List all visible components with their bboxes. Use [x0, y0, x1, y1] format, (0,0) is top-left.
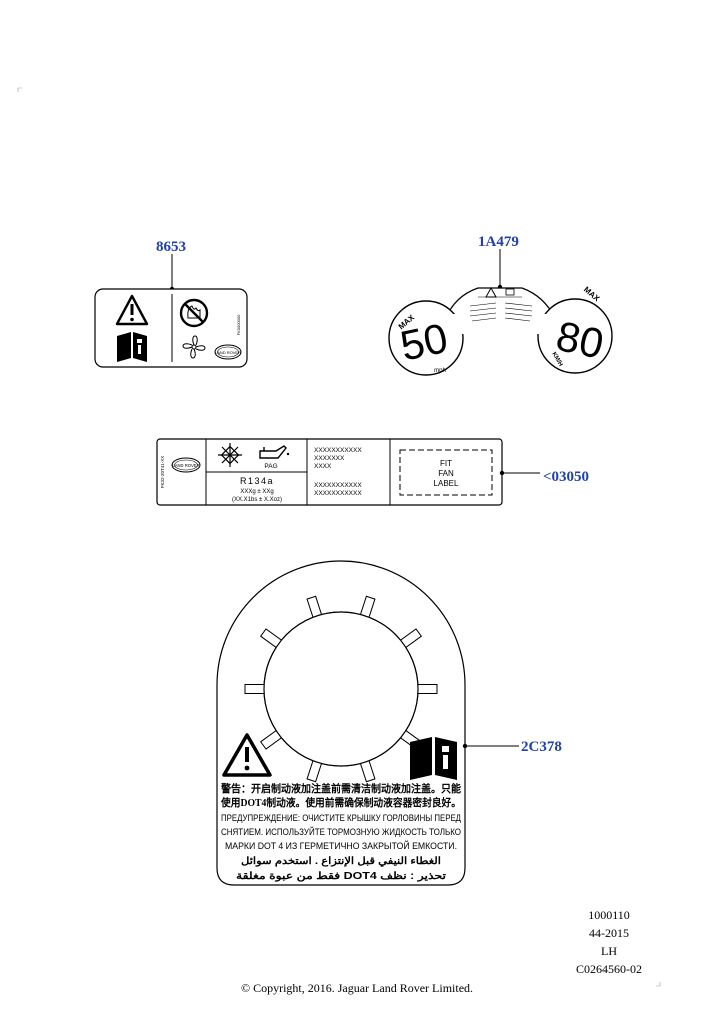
- fit-fan-line-3: LABEL: [434, 479, 459, 488]
- charge-imperial-text: (XX.X1bs ± X.Xoz): [232, 497, 282, 503]
- footer-code-2: 44-2015: [589, 926, 629, 940]
- warning-arabic-1: الغطاء النيفي قبل الإنتزاع . استخدم سوائ…: [241, 856, 441, 867]
- charge-metric-text: XXXg ± XXg: [240, 489, 273, 495]
- copyright-notice: © Copyright, 2016. Jaguar Land Rover Lim…: [240, 981, 474, 995]
- fit-fan-line-2: FAN: [438, 469, 454, 478]
- drawing-reference-codes: 1000110 44-2015 LH C0264560-02: [554, 906, 664, 978]
- fan-icon: [182, 335, 206, 359]
- label-8653: 8653: [94, 239, 248, 368]
- label-1A479: 1A479 MAX 50 mph MAX 80 KM/H: [388, 234, 613, 376]
- code-top-3: XXXX: [314, 463, 332, 470]
- label-03050: FK32-20T41-XX LAND ROVER PAG R134a XXXg …: [156, 438, 589, 506]
- land-rover-logo-8653: LAND ROVER: [214, 344, 242, 360]
- footer-code-4: C0264560-02: [576, 962, 642, 976]
- warning-russian-1: ПРЕДУПРЕЖДЕНИЕ: ОЧИСТИТЕ КРЫШКУ ГОРЛОВИН…: [221, 813, 461, 823]
- code-top-2: XXXXXXX: [314, 455, 345, 462]
- warning-russian-3: МАРКИ DOT 4 ИЗ ГЕРМЕТИЧНО ЗАКРЫТОЙ ЕМКОС…: [225, 840, 457, 851]
- code-top-1: XXXXXXXXXXX: [314, 447, 362, 454]
- callout-03050[interactable]: <03050: [543, 469, 589, 485]
- warning-arabic-2: فقط من عبوة مغلقة DOT4 تحذير : نظف: [236, 871, 446, 882]
- svg-text:LAND ROVER: LAND ROVER: [172, 463, 199, 468]
- speed-circle-left-outline: [388, 300, 464, 376]
- warning-chinese-1: 警告：开启制动液加注盖前需清洁制动液加注盖。只能: [220, 782, 461, 795]
- callout-1A479[interactable]: 1A479: [478, 234, 519, 250]
- right-speed-value: 80: [552, 312, 607, 368]
- refrigerant-text: R134a: [240, 476, 274, 486]
- warning-chinese-2: 使用DOT4制动液。使用前需确保制动液容器密封良好。: [220, 796, 461, 809]
- callout-2C378[interactable]: 2C378: [521, 739, 562, 755]
- small-warning-icon: [485, 286, 497, 298]
- snowflake-sun-icon: [218, 443, 242, 467]
- label-2C378: 警告：开启制动液加注盖前需清洁制动液加注盖。只能 使用DOT4制动液。使用前需确…: [216, 560, 562, 886]
- label-03050-code: FK32-20T41-XX: [160, 456, 165, 489]
- label-1A479-join: [448, 314, 552, 334]
- land-rover-logo-03050: LAND ROVER: [171, 457, 201, 473]
- callout-8653[interactable]: 8653: [156, 239, 186, 255]
- corner-mark-bottom-right: [656, 982, 661, 987]
- manual-book-icon: [117, 332, 147, 362]
- warning-triangle-icon-large: [222, 733, 272, 777]
- label-8653-code: FK0000000: [236, 314, 241, 335]
- svg-text:LAND ROVER: LAND ROVER: [215, 350, 241, 355]
- fit-fan-line-1: FIT: [440, 459, 452, 468]
- footer-code-3: LH: [601, 944, 617, 958]
- label-1A479-fine-print: [469, 296, 533, 322]
- fit-fan-label-area: [399, 449, 493, 496]
- oil-can-icon: [259, 445, 290, 459]
- speed-circle-right-outline: [537, 298, 613, 374]
- code-bottom-1: XXXXXXXXXXX: [314, 482, 362, 489]
- left-speed-value: 50: [396, 314, 451, 370]
- filler-cap-hole-inner: [263, 611, 419, 767]
- warning-russian-2: СНЯТИЕМ. ИСПОЛЬЗУЙТЕ ТОРМОЗНУЮ ЖИДКОСТЬ …: [221, 826, 461, 837]
- oil-type-text: PAG: [264, 463, 277, 470]
- small-manual-icon: [505, 288, 515, 296]
- footer-code-1: 1000110: [588, 908, 630, 922]
- manual-book-icon-large: [410, 737, 457, 780]
- no-hands-fan-icon: [179, 298, 209, 328]
- code-bottom-2: XXXXXXXXXXX: [314, 490, 362, 497]
- left-speed-unit: mph: [434, 368, 446, 374]
- warning-triangle-icon: [115, 294, 149, 326]
- corner-mark-top-left: [17, 87, 22, 92]
